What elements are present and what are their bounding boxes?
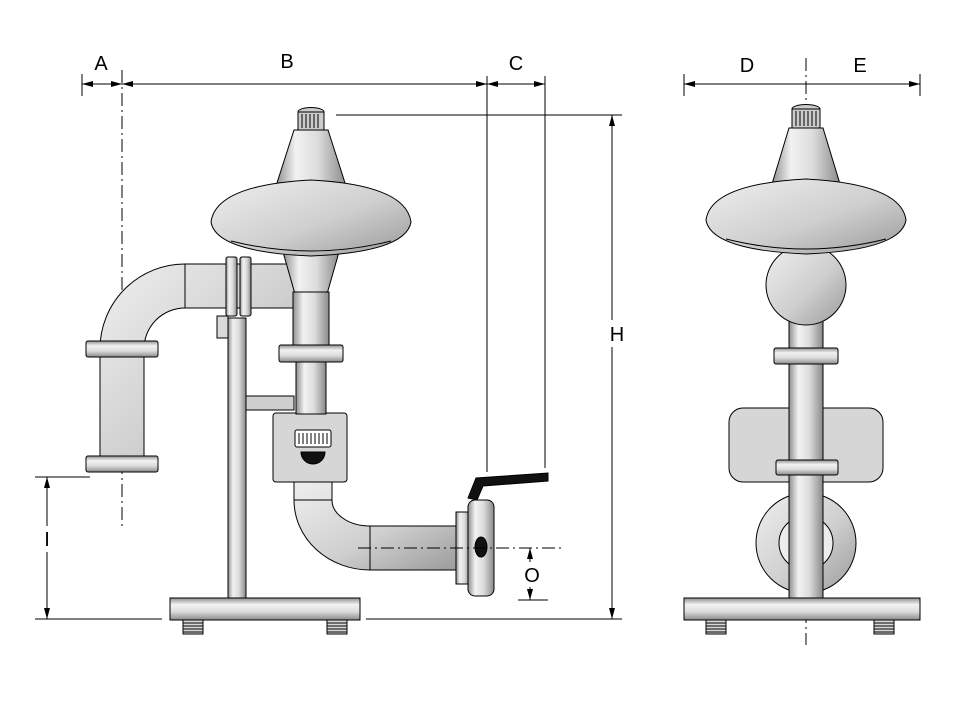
side-yoke — [765, 244, 847, 326]
inlet-flange-upper — [85, 340, 159, 358]
dim-label-b: B — [280, 51, 293, 73]
dim-label-c: C — [509, 53, 523, 75]
meter-display-window — [294, 429, 332, 448]
dim-label-e: E — [853, 55, 866, 77]
side-base — [683, 597, 921, 635]
base-bolt-right — [326, 619, 348, 635]
dim-label-i: I — [44, 529, 50, 551]
stand-bracket — [245, 395, 295, 411]
dim-label-o: O — [524, 565, 540, 587]
label-backer-o — [519, 562, 544, 587]
side-dome-rim-seam — [725, 238, 887, 250]
dimension-annotations: A B C D E H I O — [35, 51, 921, 620]
actuator-dome — [210, 179, 412, 257]
regulator-body — [278, 251, 344, 415]
side-neck — [771, 127, 841, 185]
front-view — [85, 70, 562, 635]
branch-flange-right — [239, 256, 252, 317]
meter-digit-bars — [298, 433, 328, 444]
label-backer-i — [36, 526, 58, 552]
side-view — [683, 58, 921, 645]
body-cylinder — [292, 291, 330, 347]
side-dome — [705, 178, 907, 255]
inlet-elbow-pipe — [99, 263, 301, 471]
dome-rim-seam — [230, 240, 392, 252]
side-bolt-left — [705, 619, 727, 635]
dim-label-d: D — [740, 55, 754, 77]
front-base — [169, 597, 361, 635]
dim-label-h: H — [610, 324, 624, 346]
body-flange — [278, 344, 344, 363]
actuator — [210, 107, 412, 257]
side-cap-hatch — [795, 111, 817, 126]
support-stand — [216, 315, 247, 599]
outlet-elbow-pipe — [293, 481, 463, 571]
branch-flange-left — [225, 256, 238, 317]
actuator-neck — [275, 129, 347, 187]
base-plate — [169, 597, 361, 621]
inlet-pipe — [85, 256, 301, 473]
side-actuator — [705, 104, 907, 255]
side-flange-upper — [773, 347, 839, 365]
outlet-pipe — [293, 481, 463, 571]
valve-handle — [467, 472, 549, 501]
cap-hatch — [301, 114, 319, 128]
meter-dial — [300, 451, 326, 465]
side-pipe — [788, 299, 824, 599]
stand-plate — [227, 317, 247, 599]
side-bolt-right — [873, 619, 895, 635]
valve-bore — [474, 536, 488, 558]
body-pipe — [295, 361, 327, 415]
label-backer-h — [602, 320, 630, 347]
side-adjuster-cap — [791, 108, 821, 129]
dim-label-a: A — [94, 53, 108, 75]
base-bolt-left — [182, 619, 204, 635]
stand-tab — [216, 315, 229, 339]
side-base-plate — [683, 597, 921, 621]
side-flange-lower — [775, 459, 839, 476]
inlet-flange-lower — [85, 455, 159, 473]
meter-box — [272, 412, 348, 483]
